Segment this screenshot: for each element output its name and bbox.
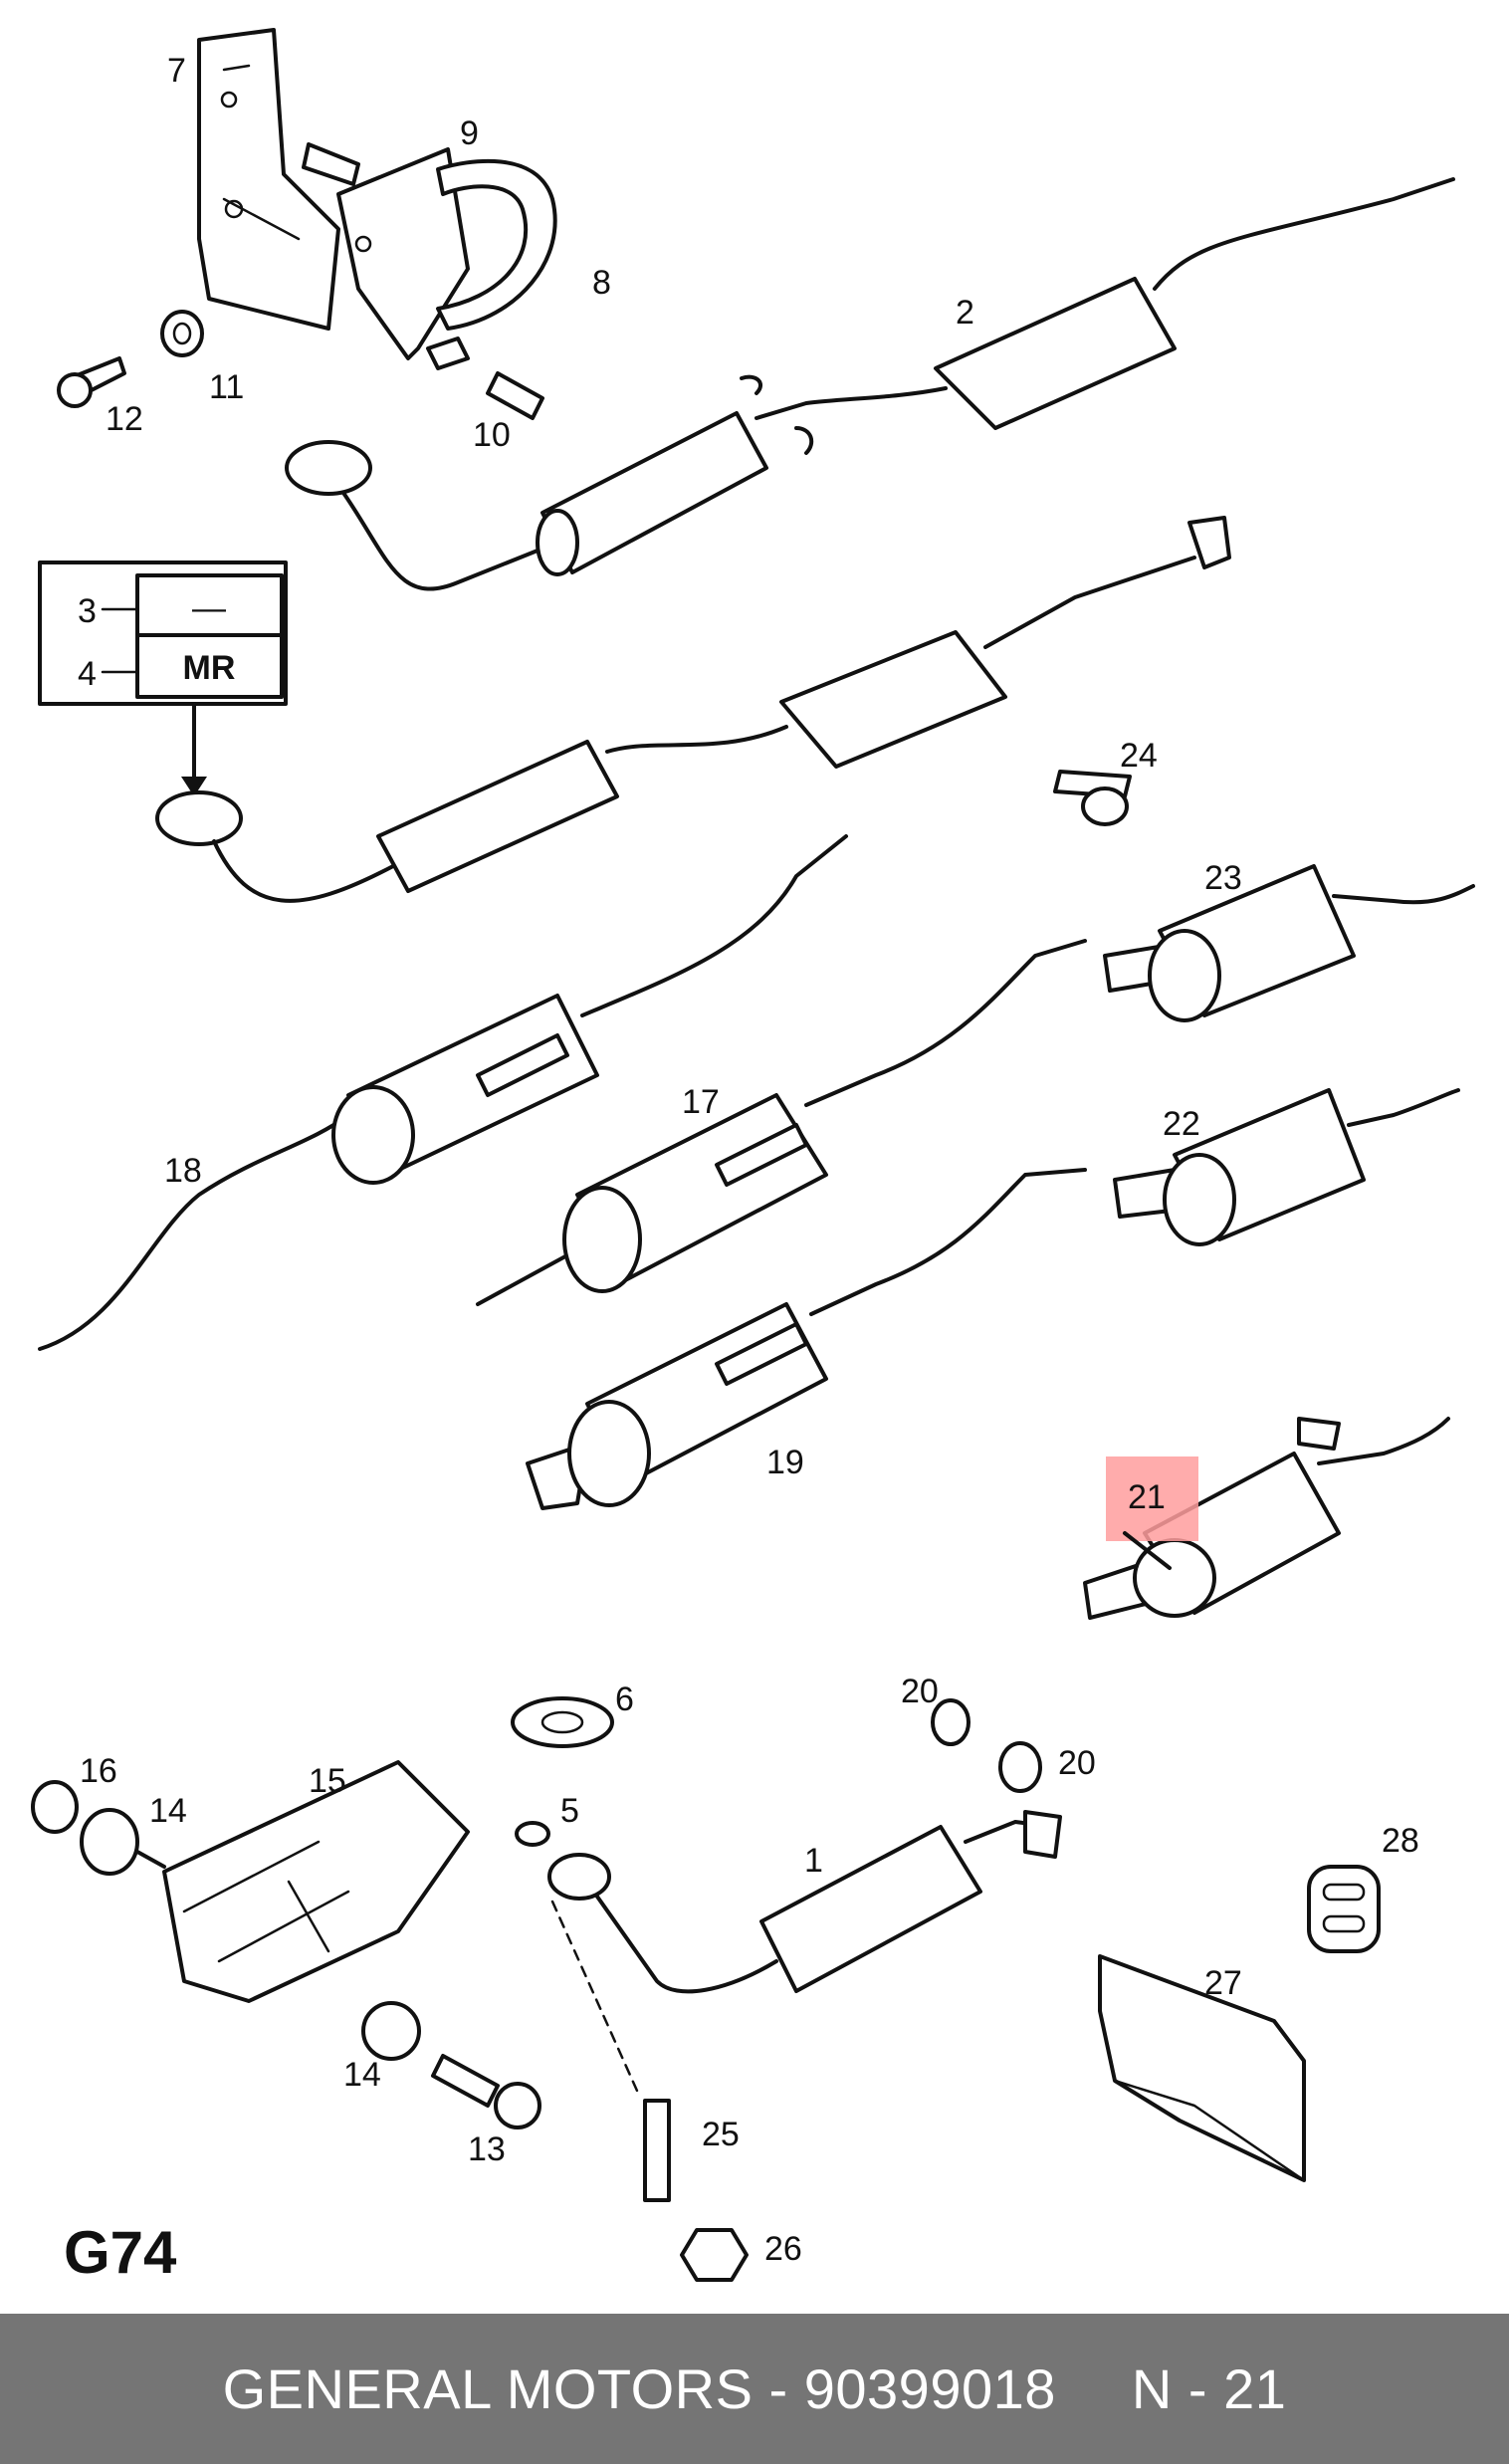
exhaust-system-variant [155,516,1231,903]
callout-22: 22 [1163,1105,1200,1143]
callout-2: 2 [956,294,974,332]
footer-bar: GENERAL MOTORS - 90399018 N - 21 [0,2314,1509,2464]
part-17-silencer [476,939,1087,1306]
part-21-highlight [1106,1456,1198,1541]
callout-15: 15 [309,1762,346,1800]
part-18-pipe [38,834,848,1351]
callout-9: 9 [460,114,479,152]
callout-19: 19 [766,1444,804,1481]
callout-8: 8 [592,264,611,302]
part-1-front-pipe [547,1810,1062,1994]
diagram-code: G74 [64,2219,177,2286]
callout-17: 17 [682,1083,720,1121]
callout-14b: 14 [343,2056,381,2094]
callout-27: 27 [1204,1964,1242,2002]
variant-legend-box: 3 4 — MR [38,560,288,796]
part-28-rubber-mount [1307,1865,1381,1953]
callout-20a: 20 [901,1673,939,1710]
part-23-rear-muffler [1103,864,1475,1022]
callout-20b: 20 [1058,1744,1096,1782]
part-19-silencer [526,1168,1087,1510]
part-14-bush-upper [80,1808,166,1876]
callout-25: 25 [702,2116,740,2153]
callout-21: 21 [1128,1478,1166,1516]
exhaust-parts-diagram: 7 9 8 11 12 10 2 3 4 — MR [31,28,1475,2282]
part-13-bolt [431,2054,541,2129]
callout-26: 26 [764,2230,802,2268]
legend-row-4-number: 4 [78,655,97,693]
callout-23: 23 [1204,859,1242,897]
footer-part-source: GENERAL MOTORS - 90399018 [222,2357,1056,2420]
callout-14a: 14 [149,1792,187,1830]
legend-row-3-code: — [192,589,226,627]
callout-7: 7 [167,52,186,90]
callout-11: 11 [209,368,244,406]
part-15-heat-shield [162,1760,470,2003]
part-25-stud [550,1900,671,2202]
legend-row-3-number: 3 [78,592,97,630]
part-6-gasket [511,1696,614,1748]
part-5-seal [515,1821,550,1847]
callout-18: 18 [164,1152,202,1190]
part-16-nut [31,1780,79,1834]
callout-5: 5 [560,1792,579,1830]
part-21-rear-muffler [1083,1417,1450,1620]
callout-13: 13 [468,2130,506,2168]
part-20-ring-upper [931,1698,970,1746]
callout-24: 24 [1120,737,1158,775]
part-26-nut [680,2228,749,2282]
part-22-rear-muffler [1113,1088,1460,1246]
footer-page-ref: N - 21 [1131,2357,1287,2420]
callout-1: 1 [804,1842,823,1880]
part-14-bush-lower [361,2001,421,2061]
part-27-heat-shield [1098,1954,1306,2182]
legend-row-4-code: MR [183,649,236,687]
part-24-hanger [1053,770,1132,826]
callout-28: 28 [1382,1822,1419,1860]
bracket-assembly [57,28,557,420]
callout-6: 6 [615,1680,634,1718]
callout-16: 16 [80,1752,117,1790]
exhaust-system-2 [285,177,1455,591]
callout-10: 10 [473,416,511,454]
callout-12: 12 [106,400,143,438]
part-20-ring-lower [998,1741,1042,1793]
